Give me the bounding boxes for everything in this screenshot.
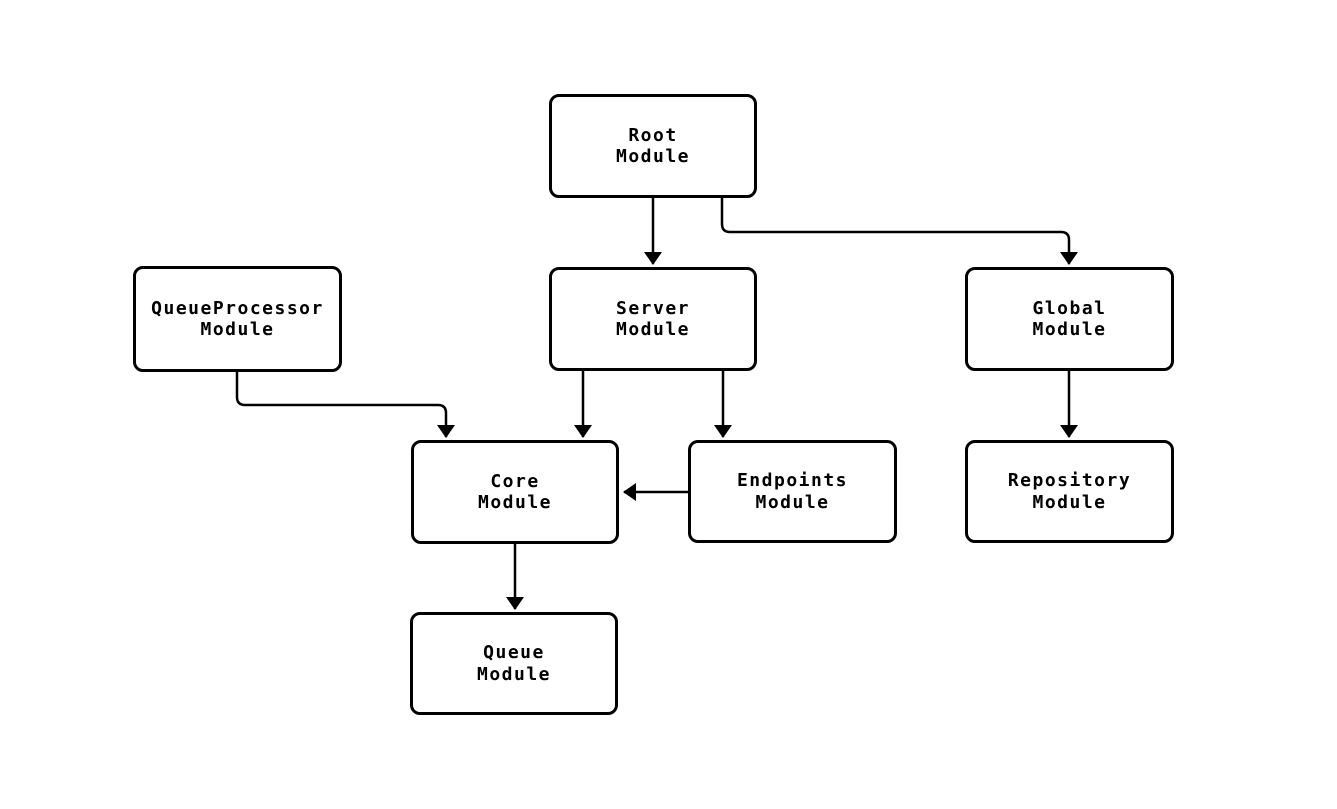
node-label-line: Module bbox=[477, 492, 553, 513]
node-label-line: Queue bbox=[483, 642, 545, 663]
node-label-line: Module bbox=[615, 319, 691, 340]
node-label-line: QueueProcessor bbox=[151, 297, 324, 319]
node-label-line: Module bbox=[1032, 319, 1107, 340]
node-label-line: Module bbox=[615, 146, 691, 167]
edge-queueprocessor-to-core bbox=[235, 371, 455, 438]
node-label-line: Module bbox=[1032, 491, 1107, 513]
node-label-line: Repository bbox=[1007, 470, 1132, 491]
node-label-line: Global bbox=[1032, 297, 1107, 319]
node-label-line: Server bbox=[615, 297, 691, 319]
edge-root-to-global bbox=[720, 198, 1078, 265]
node-label-line: Module bbox=[200, 319, 275, 340]
node-label-line: Module bbox=[476, 663, 552, 685]
node-label-line: Core bbox=[490, 470, 540, 492]
node-label-line: Endpoints bbox=[736, 470, 849, 491]
node-label-line: Module bbox=[755, 491, 830, 513]
node-label-line: Root bbox=[628, 124, 678, 146]
